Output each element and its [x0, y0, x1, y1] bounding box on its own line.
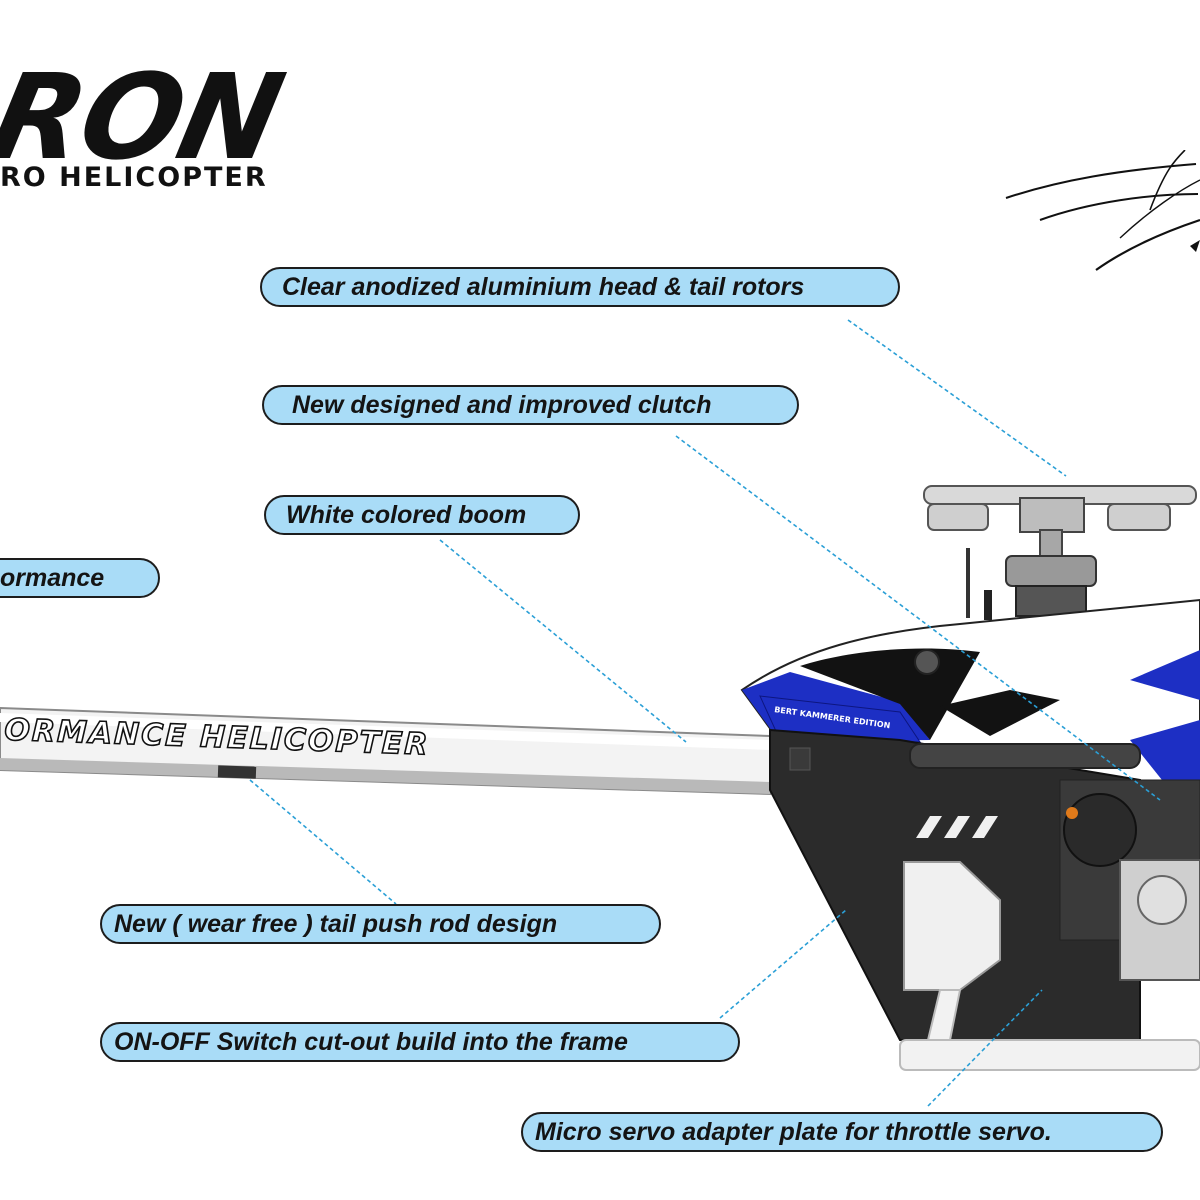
leader-line-rotors	[847, 319, 1067, 477]
callout-pushrod-text: New ( wear free ) tail push rod design	[114, 909, 558, 938]
callout-servo: Micro servo adapter plate for throttle s…	[521, 1112, 1163, 1152]
leader-line-switch	[719, 909, 847, 1019]
callout-switch-text: ON-OFF Switch cut-out build into the fra…	[114, 1027, 628, 1056]
landing-skid	[899, 989, 1200, 1071]
leader-line-pushrod	[249, 779, 397, 905]
signature-icon	[1005, 150, 1200, 271]
carbon-frame	[769, 728, 1200, 1041]
brand-subtitle: RO HELICOPTER	[0, 162, 268, 193]
callout-performance: ormance	[0, 558, 160, 598]
leader-line-clutch	[675, 435, 1161, 801]
main-rotor-head	[923, 485, 1197, 620]
callout-boom-text: White colored boom	[286, 500, 527, 529]
leader-line-boom	[439, 539, 687, 743]
callout-clutch-text: New designed and improved clutch	[292, 390, 712, 419]
leader-line-servo	[927, 989, 1043, 1107]
callout-rotors-text: Clear anodized aluminium head & tail rot…	[282, 272, 805, 301]
tail-boom	[0, 706, 771, 796]
callout-rotors: Clear anodized aluminium head & tail rot…	[260, 267, 900, 307]
callout-boom: White colored boom	[264, 495, 580, 535]
callout-switch: ON-OFF Switch cut-out build into the fra…	[100, 1022, 740, 1062]
callout-clutch: New designed and improved clutch	[262, 385, 799, 425]
brand-logo: RON RO HELICOPTER	[0, 48, 420, 198]
callout-servo-text: Micro servo adapter plate for throttle s…	[535, 1117, 1052, 1146]
callout-performance-text: ormance	[0, 563, 105, 592]
callout-pushrod: New ( wear free ) tail push rod design	[100, 904, 661, 944]
